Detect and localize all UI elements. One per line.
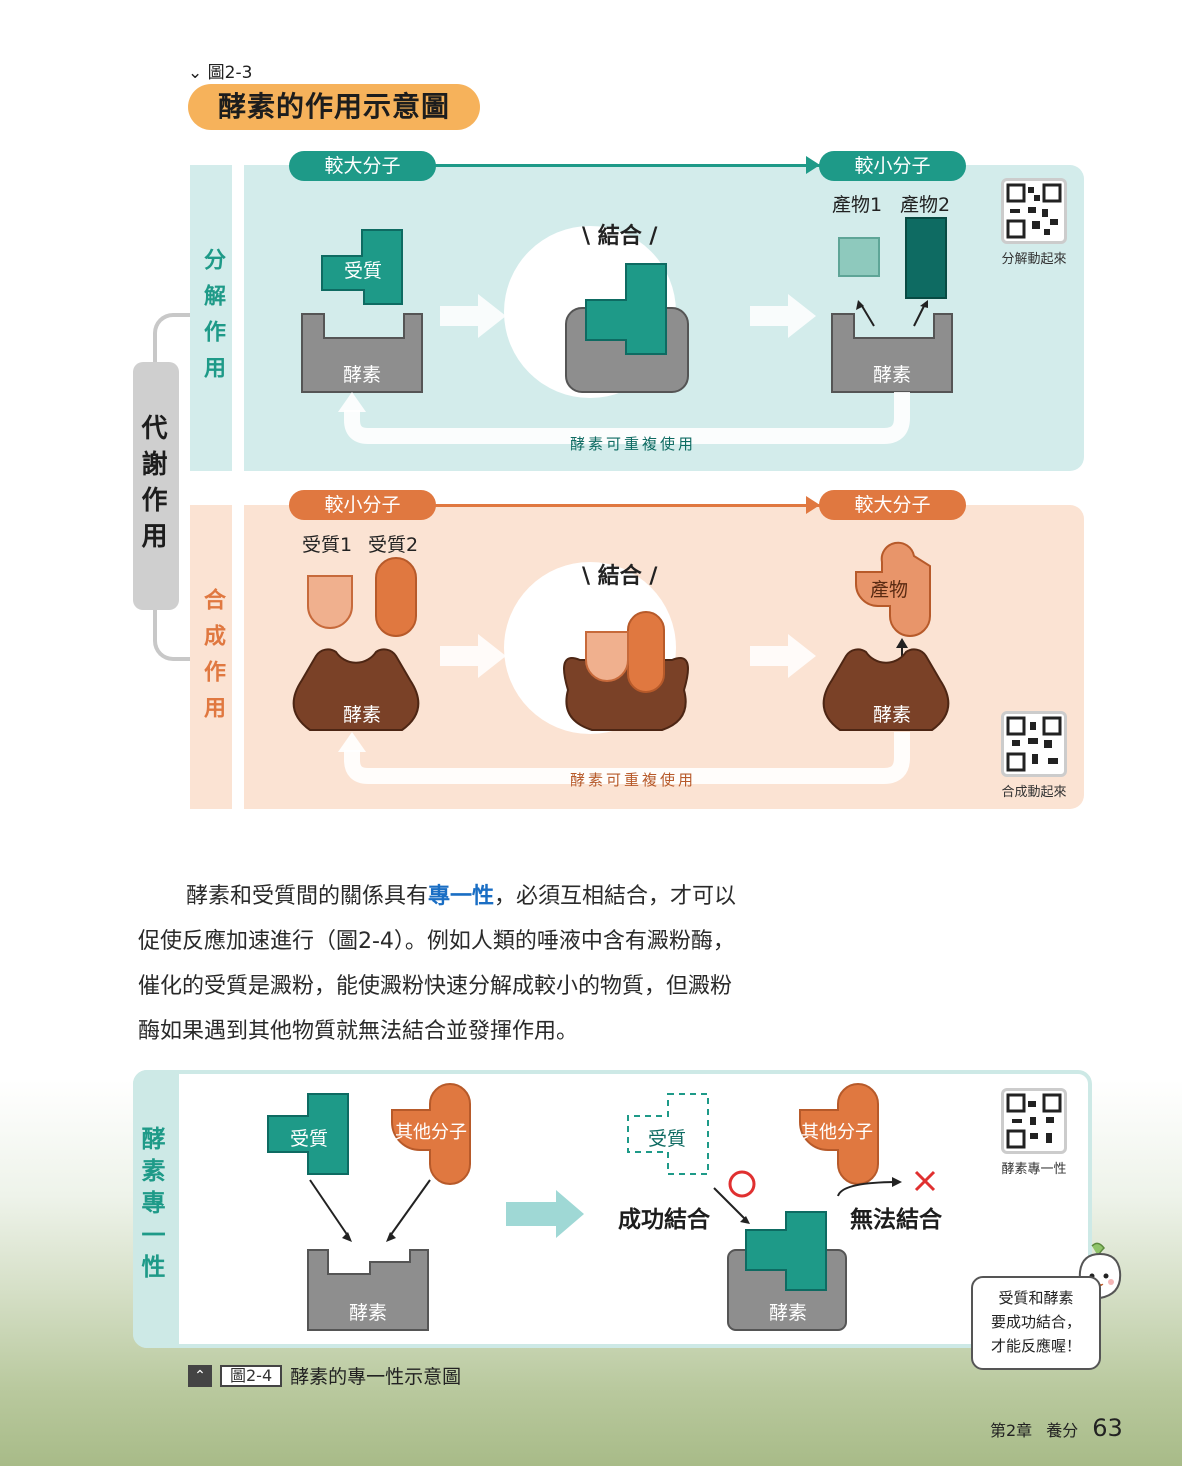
substrate2-shape — [375, 557, 417, 637]
product2-shape — [905, 217, 947, 299]
paragraph-line-4: 酶如果遇到其他物質就無法結合並發揮作用。 — [138, 1019, 579, 1044]
spec-substrate-right-label: 受質 — [648, 1128, 687, 1150]
spec-substrate-dashed — [627, 1093, 709, 1175]
page-footer: 第2章 養分 63 — [990, 1414, 1123, 1442]
decomp-enzyme-label: 酵素 — [342, 364, 381, 386]
synth-enzyme-right-shape — [822, 648, 950, 731]
fail-label: 無法結合 — [850, 1207, 942, 1233]
qr-code-synthesis[interactable] — [1001, 711, 1067, 777]
synth-top-arrow-line — [420, 504, 820, 507]
tip-line-2: 要成功結合， — [990, 1313, 1081, 1331]
decomp-arrow-1 — [440, 294, 506, 338]
decomp-enzyme-shape — [301, 313, 423, 393]
product2-label: 產物2 — [900, 194, 951, 216]
substrate2-label: 受質2 — [368, 534, 419, 556]
paragraph-line-1: 酵素和受質間的關係具有專一性，必須互相結合，才可以 — [186, 884, 737, 909]
synth-enzyme-shape — [292, 648, 420, 731]
synth-enzyme-right-label: 酵素 — [872, 704, 911, 726]
spec-arrow — [506, 1190, 584, 1238]
decomp-bind-label: \ 結合 / — [582, 224, 658, 249]
product1-label: 產物1 — [832, 194, 883, 216]
spec-enzyme-label: 酵素 — [348, 1302, 387, 1324]
chevron-up-icon: ⌃ — [188, 1364, 212, 1387]
success-label: 成功結合 — [618, 1207, 710, 1233]
spec-other-shape — [391, 1083, 471, 1185]
qr-code-decomposition[interactable] — [1001, 178, 1067, 244]
spec-substrate-shape — [267, 1093, 349, 1175]
decomp-substrate-label: 受質 — [343, 260, 382, 282]
metabolism-label: 代謝作用 — [133, 362, 179, 610]
figure24-caption-number: 圖2-4 — [220, 1364, 283, 1387]
spec-substrate-label: 受質 — [289, 1128, 328, 1150]
synth-start-pill: 較小分子 — [289, 490, 436, 520]
qr-label-synthesis: 合成動起來 — [1001, 785, 1067, 800]
success-circle-icon — [728, 1170, 756, 1198]
body-paragraph: 酵素和受質間的關係具有專一性，必須互相結合，才可以 促使反應加速進行（圖2-4）… — [138, 874, 858, 1054]
decomposition-label-bg — [190, 165, 232, 471]
chevron-down-icon: ⌄ — [188, 63, 203, 83]
decomp-start-pill: 較大分子 — [289, 151, 436, 181]
paragraph-line-3: 催化的受質是澱粉，能使澱粉快速分解成較小的物質，但澱粉 — [138, 974, 733, 999]
decomp-substrate-shape — [321, 229, 403, 305]
footer-section: 養分 — [1046, 1421, 1079, 1440]
decomposition-diagram — [301, 217, 953, 444]
qr-label-specificity: 酵素專一性 — [1001, 1162, 1067, 1177]
spec-other-right-label: 其他分子 — [801, 1122, 873, 1143]
synthesis-diagram — [292, 541, 950, 784]
decomp-top-arrow-head — [806, 156, 820, 174]
decomp-arrow-2 — [750, 294, 816, 338]
emphasis-specificity: 專一性 — [428, 884, 495, 909]
qr-icon — [1006, 183, 1062, 239]
spec-enzyme-shape — [307, 1249, 429, 1331]
footer-chapter: 第2章 — [990, 1421, 1033, 1440]
qr-icon — [1006, 716, 1062, 772]
decomposition-label: 分解作用 — [200, 248, 225, 392]
qr-icon — [1006, 1093, 1062, 1149]
figure24-caption-text: 酵素的專一性示意圖 — [290, 1366, 462, 1388]
decomp-end-pill: 較小分子 — [819, 151, 966, 181]
product1-shape — [838, 237, 880, 277]
qr-label-decomposition: 分解動起來 — [1001, 252, 1067, 267]
figure-title: 酵素的作用示意圖 — [188, 84, 480, 130]
spec-enzyme-right-label: 酵素 — [768, 1302, 807, 1324]
synth-bind-label: \ 結合 / — [582, 564, 658, 589]
page-number: 63 — [1092, 1414, 1123, 1442]
synthesis-label: 合成作用 — [200, 588, 225, 732]
synth-end-pill: 較大分子 — [819, 490, 966, 520]
substrate1-shape — [307, 575, 353, 629]
figure24-caption[interactable]: ⌃ 圖2-4 酵素的專一性示意圖 — [188, 1362, 461, 1389]
synth-top-arrow-head — [806, 496, 820, 514]
specificity-diagram — [267, 1083, 936, 1331]
decomp-enzyme-right-shape — [831, 313, 953, 393]
tip-bubble: 受質和酵素 要成功結合， 才能反應喔！ — [971, 1276, 1101, 1370]
fail-cross-icon — [914, 1170, 936, 1192]
synth-product-label: 產物 — [870, 579, 909, 601]
decomp-enzyme-right-label: 酵素 — [872, 364, 911, 386]
tip-line-1: 受質和酵素 — [998, 1289, 1074, 1307]
paragraph-line-2: 促使反應加速進行（圖2-4）。例如人類的唾液中含有澱粉酶， — [138, 929, 735, 954]
synthesis-label-bg — [190, 505, 232, 809]
synth-reuse-label: 酵素可重複使用 — [570, 771, 697, 789]
tip-line-3: 才能反應喔！ — [990, 1337, 1081, 1355]
specificity-label: 酵素專一性 — [133, 1070, 179, 1348]
spec-other-label: 其他分子 — [395, 1122, 467, 1143]
substrate1-label: 受質1 — [302, 534, 353, 556]
synth-enzyme-label: 酵素 — [342, 704, 381, 726]
figure-number: 圖2-3 — [207, 63, 253, 83]
decomp-reuse-arrow — [344, 392, 910, 444]
synth-product-shape — [855, 541, 931, 637]
decomp-reuse-label: 酵素可重複使用 — [570, 435, 697, 453]
figure-caption-top[interactable]: ⌄ 圖2-3 — [188, 58, 252, 83]
decomp-top-arrow-line — [420, 164, 820, 167]
qr-code-specificity[interactable] — [1001, 1088, 1067, 1154]
